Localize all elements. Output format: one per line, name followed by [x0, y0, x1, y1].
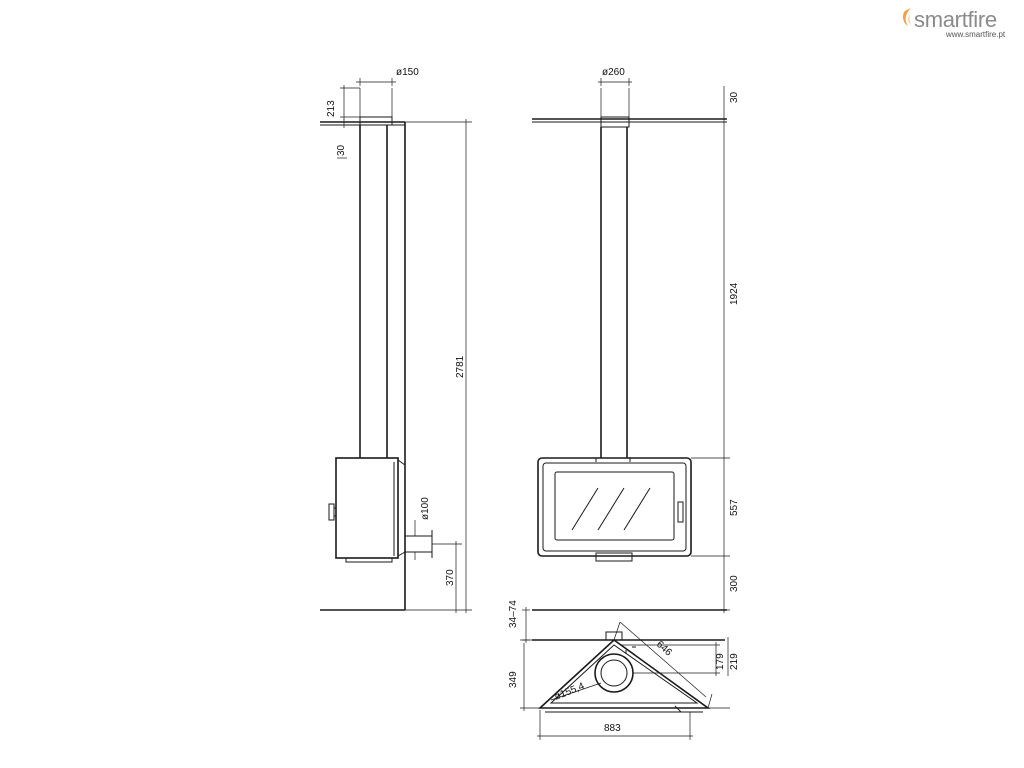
side-outlet-height-label: 370 [445, 569, 456, 586]
front-view: ø260 30 1924 557 300 [532, 67, 740, 613]
side-view: ø150 213 30 2781 ø100 370 [320, 67, 472, 613]
side-outlet-diameter-label: ø100 [420, 497, 431, 520]
flame-icon-inner [908, 14, 911, 25]
front-body-height-label: 557 [729, 499, 740, 516]
side-flue-top-label: 213 [326, 100, 337, 117]
brand-logo: smartfire www.smartfire.pt [903, 7, 1006, 39]
side-flue-diameter-label: ø150 [396, 67, 419, 78]
brand-name: smartfire [914, 7, 997, 32]
side-ceiling-plate-label: 30 [336, 144, 347, 156]
plan-wall-gap-label: 34–74 [508, 600, 519, 628]
front-stove-body [537, 457, 692, 557]
side-stove-body [335, 457, 399, 559]
plan-flue-inner [600, 659, 628, 687]
plan-width-label: 883 [604, 723, 621, 734]
side-total-height-label: 2781 [455, 355, 466, 378]
side-ceiling-collar [359, 116, 393, 126]
front-ceiling-collar [600, 116, 630, 128]
front-stove-base [595, 552, 633, 562]
plan-depth-label: 349 [508, 671, 519, 688]
flame-icon [903, 8, 911, 26]
front-glass-window [554, 471, 675, 541]
front-ceiling-plate-label: 30 [729, 91, 740, 103]
front-stove-handle [677, 501, 684, 523]
front-flue-diameter-label: ø260 [602, 67, 625, 78]
plan-collar [605, 631, 623, 641]
front-pipe-height-label: 1924 [729, 282, 740, 305]
side-stove-handle [328, 503, 335, 521]
side-stove-base [345, 557, 393, 563]
plan-offset-outer-label: 219 [729, 653, 740, 670]
plan-view: 34–74 349 646 ø155,4 179 219 883 [508, 600, 740, 740]
brand-url: www.smartfire.pt [945, 30, 1006, 39]
plan-side-length-label: 646 [654, 639, 674, 659]
plan-flue-diameter-label: ø155,4 [553, 681, 586, 703]
plan-offset-inner-label: 179 [715, 653, 726, 670]
front-floor-gap-label: 300 [729, 575, 740, 592]
